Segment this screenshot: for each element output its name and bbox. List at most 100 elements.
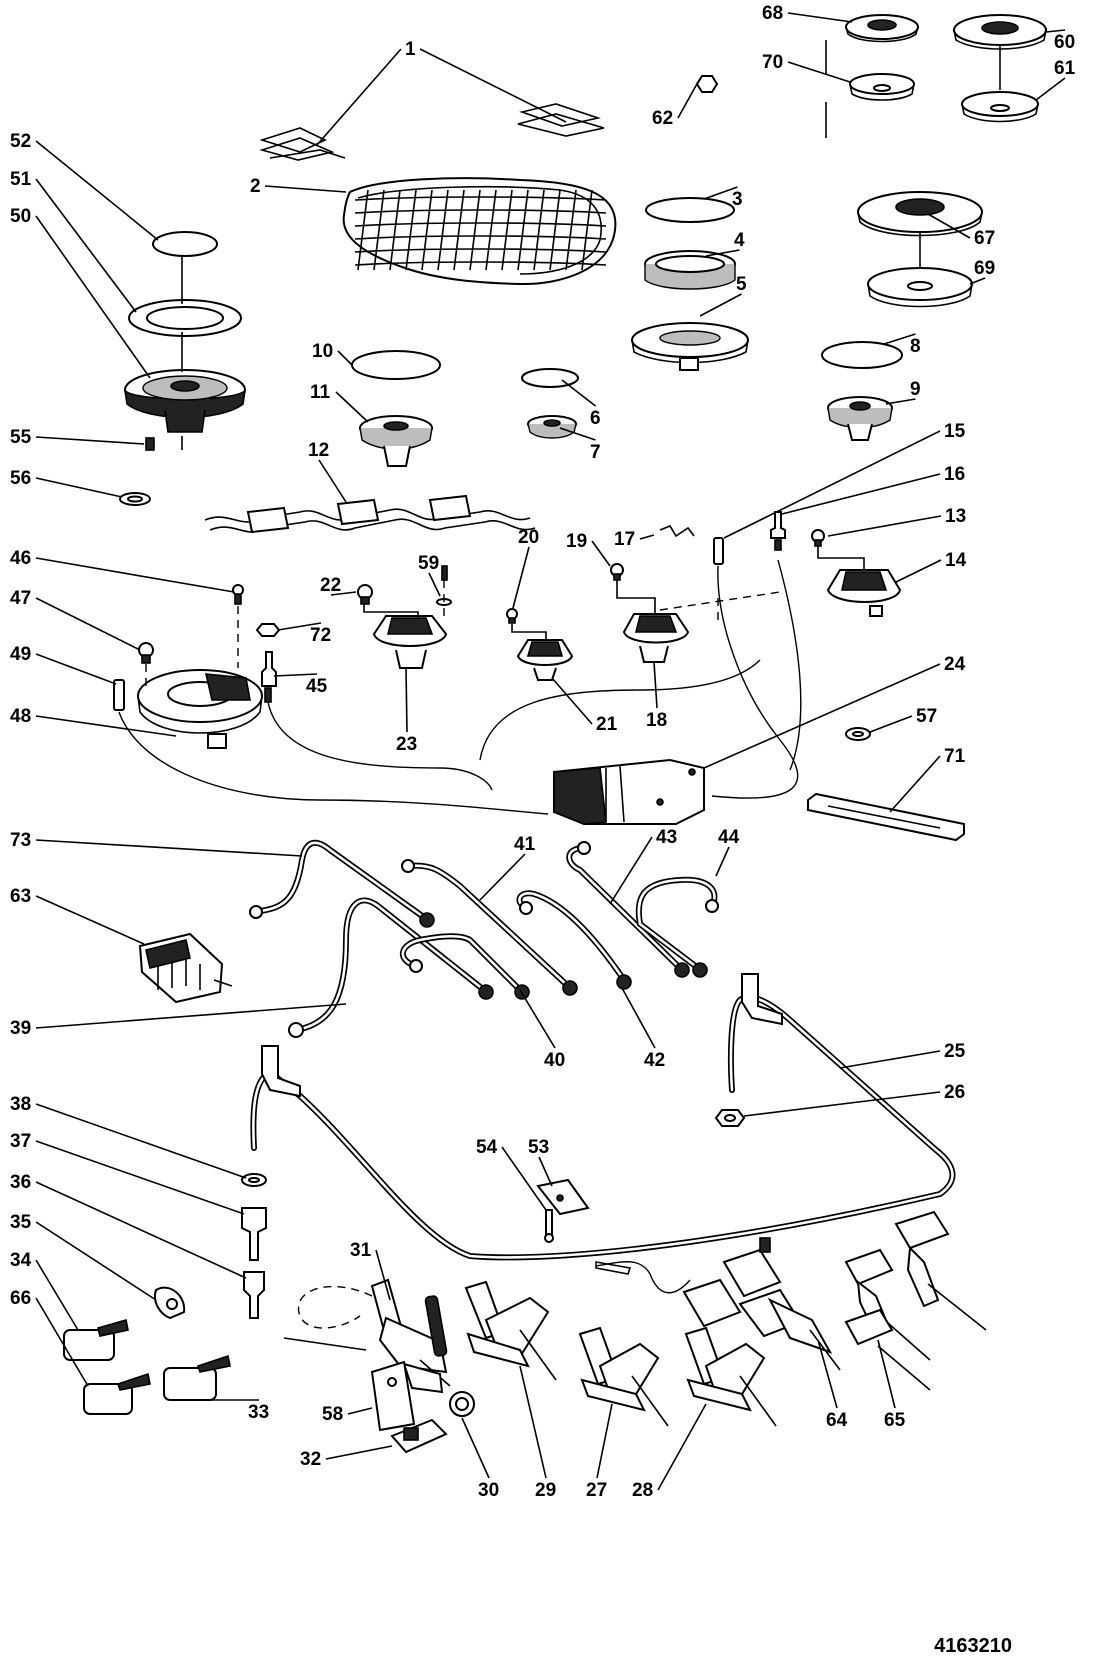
part-label-37: 37	[10, 1131, 31, 1152]
part-label-51: 51	[10, 169, 32, 190]
part-34-knob	[63, 1318, 129, 1361]
ignition-wires	[118, 559, 802, 815]
leader-line-55	[35, 436, 145, 445]
part-label-55: 55	[10, 427, 32, 448]
part-label-26: 26	[944, 1082, 965, 1103]
part-label-30: 30	[478, 1480, 499, 1501]
part-51-wok-ring	[128, 299, 242, 337]
leader-line-50	[35, 215, 151, 379]
part-19-screw	[610, 563, 624, 581]
leader-line-46	[35, 557, 235, 593]
part-label-50: 50	[10, 206, 31, 227]
part-62-nut	[695, 75, 719, 93]
leader-line-52	[35, 140, 159, 241]
leader-line-57	[869, 715, 913, 733]
part-label-36: 36	[10, 1172, 31, 1193]
part-label-46: 46	[10, 548, 31, 569]
part-label-29: 29	[535, 1480, 556, 1501]
leader-line-61	[1035, 77, 1066, 101]
leader-line-35	[35, 1221, 157, 1301]
part-8-burner-cap	[821, 341, 903, 369]
part-label-71: 71	[944, 746, 966, 767]
part-52-wok-cap	[152, 231, 218, 257]
part-25-gas-manifold	[250, 973, 956, 1261]
part-18-burner-cup	[622, 613, 690, 663]
part-label-53: 53	[528, 1137, 549, 1158]
leader-line-54	[501, 1146, 547, 1211]
part-67-large-cap	[857, 191, 983, 237]
leader-line-68	[787, 12, 853, 23]
part-label-19: 19	[566, 531, 587, 552]
part-label-44: 44	[718, 827, 740, 848]
part-label-8: 8	[910, 336, 921, 357]
leader-line-16	[781, 473, 941, 515]
leader-line-47	[35, 597, 141, 651]
part-53-bracket	[536, 1178, 590, 1216]
leader-line-34	[35, 1259, 79, 1331]
part-label-62: 62	[652, 108, 673, 129]
alignment-lines	[145, 40, 1001, 686]
part-58-bracket	[370, 1360, 416, 1432]
leader-line-6	[561, 379, 596, 407]
leader-line-25	[839, 1050, 941, 1069]
leader-line-49	[35, 653, 117, 685]
thermocouple-wire	[283, 1285, 373, 1351]
leader-line-2	[264, 185, 347, 193]
part-41-gas-pipe	[401, 859, 578, 996]
part-label-23: 23	[396, 734, 417, 755]
part-label-63: 63	[10, 886, 31, 907]
part-label-39: 39	[10, 1018, 31, 1039]
part-label-66: 66	[10, 1288, 31, 1309]
part-13-screw	[811, 529, 825, 547]
leader-line-15	[723, 430, 941, 539]
leader-line-26	[743, 1091, 941, 1117]
leader-line-60	[1045, 29, 1066, 33]
part-label-48: 48	[10, 706, 31, 727]
leader-line-38	[35, 1103, 247, 1179]
leader-line-1	[419, 48, 567, 123]
leader-line-14	[895, 559, 942, 583]
part-label-54: 54	[476, 1137, 498, 1158]
part-label-67: 67	[974, 228, 995, 249]
leader-line-63	[35, 895, 145, 945]
part-73-gas-pipe	[249, 839, 435, 928]
leader-line-13	[827, 515, 942, 537]
part-label-72: 72	[310, 625, 331, 646]
part-4-burner-ring	[644, 250, 736, 290]
leader-line-62	[677, 81, 699, 119]
part-label-12: 12	[308, 440, 329, 461]
part-14-burner-cup	[826, 569, 902, 617]
leader-line-8	[883, 333, 916, 345]
part-42-gas-pipe	[516, 890, 632, 990]
part-27-valve	[578, 1326, 669, 1427]
part-label-40: 40	[544, 1050, 565, 1071]
part-48-burner-base	[137, 669, 263, 749]
leader-line-44	[715, 846, 730, 877]
part-label-33: 33	[248, 1402, 269, 1423]
part-55-screw	[145, 437, 155, 451]
part-66-knob	[83, 1372, 151, 1415]
part-23-burner-cup	[372, 615, 448, 669]
leader-line-36	[35, 1181, 247, 1279]
part-label-35: 35	[10, 1212, 32, 1233]
part-label-15: 15	[944, 421, 966, 442]
part-3-burner-cap	[645, 197, 735, 223]
leader-line-27	[596, 1403, 613, 1479]
leader-lines	[35, 12, 1066, 1491]
part-label-59: 59	[418, 553, 439, 574]
leader-line-19	[591, 540, 611, 567]
part-29-valve	[464, 1280, 557, 1381]
part-1-wire-clips	[259, 103, 605, 161]
leader-line-32	[325, 1445, 393, 1460]
leader-line-28	[657, 1403, 707, 1491]
leader-line-4	[705, 249, 740, 257]
part-35-bracket	[154, 1286, 186, 1320]
part-71-mounting-bar	[807, 792, 965, 842]
leader-line-42	[621, 987, 656, 1049]
part-label-13: 13	[945, 506, 966, 527]
part-47-screw	[138, 642, 154, 664]
part-label-21: 21	[596, 714, 618, 735]
part-9-burner-head	[827, 396, 893, 441]
part-46-screw	[232, 584, 244, 605]
